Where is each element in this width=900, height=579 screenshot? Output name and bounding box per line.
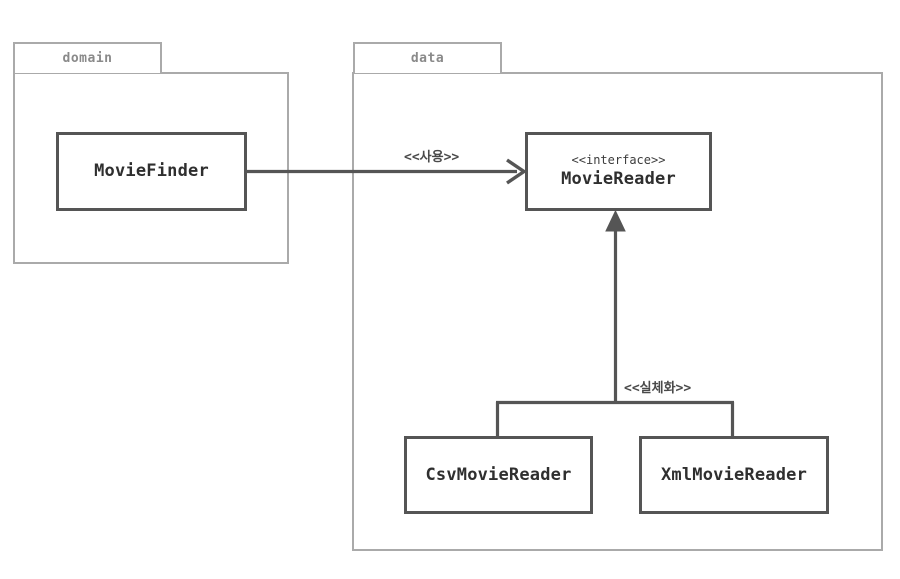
- package-tab-domain[interactable]: domain: [13, 42, 162, 73]
- class-stereotype-movie-reader: <<interface>>: [571, 152, 666, 167]
- class-name-movie-finder: MovieFinder: [94, 161, 209, 182]
- connector-uses-arrowhead-open: [506, 158, 528, 185]
- class-box-csv-movie-reader[interactable]: CsvMovieReader: [404, 436, 593, 514]
- class-name-csv-movie-reader: CsvMovieReader: [425, 464, 572, 485]
- connector-realization: [495, 209, 735, 437]
- edge-label-uses: <<사용>>: [404, 150, 460, 165]
- package-label-domain: domain: [62, 51, 113, 66]
- package-label-data: data: [410, 51, 445, 66]
- class-box-movie-finder[interactable]: MovieFinder: [56, 132, 247, 211]
- edge-label-realization: <<실체화>>: [624, 381, 692, 396]
- class-box-xml-movie-reader[interactable]: XmlMovieReader: [639, 436, 829, 514]
- connector-uses: [247, 158, 528, 185]
- class-name-xml-movie-reader: XmlMovieReader: [660, 464, 808, 485]
- class-box-movie-reader[interactable]: <<interface>> MovieReader: [525, 132, 712, 211]
- class-name-movie-reader: MovieReader: [561, 168, 676, 189]
- connector-realization-arrowhead-triangle: [605, 209, 626, 232]
- package-tab-data[interactable]: data: [353, 42, 502, 73]
